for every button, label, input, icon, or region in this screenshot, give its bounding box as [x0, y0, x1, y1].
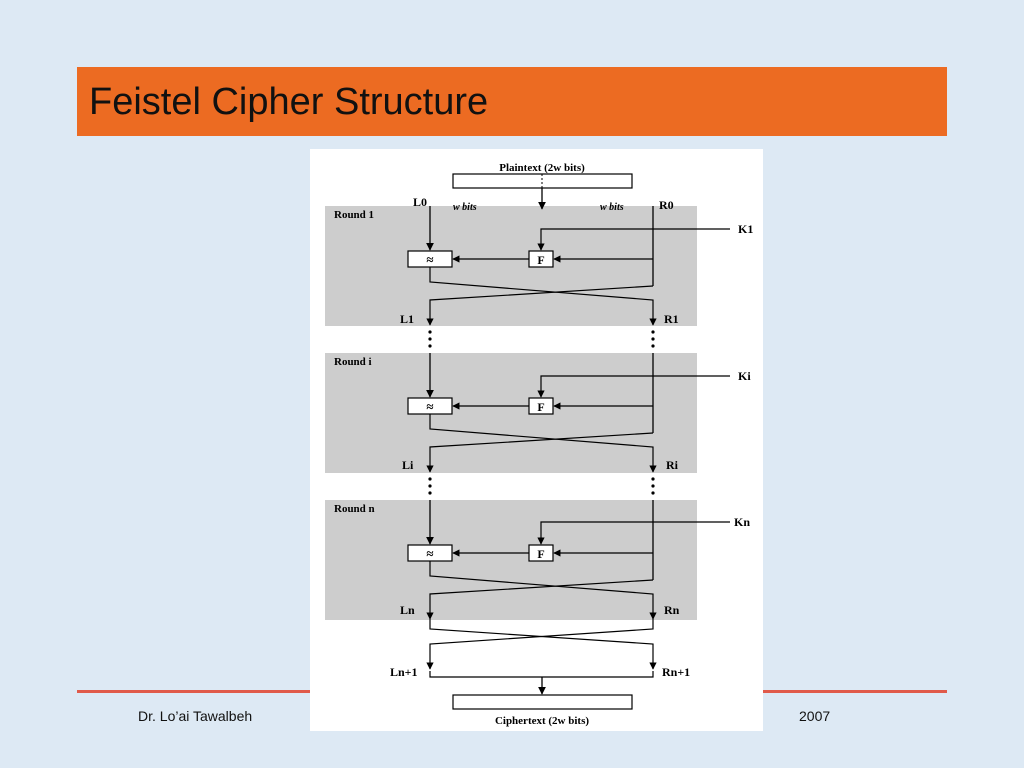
final-left-output: Ln+1	[390, 665, 418, 679]
feistel-diagram: Plaintext (2w bits) L0 R0 w bits w bits …	[310, 149, 763, 731]
w-bits-right: w bits	[600, 202, 624, 213]
final-right-output: Rn+1	[662, 665, 690, 679]
round-i-cross-b	[426, 432, 654, 473]
w-bits-left: w bits	[453, 202, 477, 213]
round-n-key-label: Kn	[734, 515, 750, 529]
round-n-xor-symbol: ≈	[426, 546, 433, 561]
round-1-right-output: R1	[664, 312, 679, 326]
feistel-diagram-svg: Plaintext (2w bits) L0 R0 w bits w bits …	[325, 162, 753, 727]
round-i-left-output: Li	[402, 458, 414, 472]
round-n-cross-b	[426, 579, 654, 620]
label-l0: L0	[413, 195, 427, 209]
ciphertext-join-line	[429, 671, 654, 678]
round-1-cross-b	[426, 285, 654, 326]
label-r0: R0	[659, 198, 674, 212]
round-i-key-line	[537, 375, 730, 398]
ciphertext-label: Ciphertext (2w bits)	[495, 715, 589, 727]
round-1-key-label: K1	[738, 222, 753, 236]
round-i-label: Round i	[334, 356, 372, 368]
round-1-key-line	[537, 228, 730, 251]
round-n-right-output: Rn	[664, 603, 680, 617]
round-n-left-output: Ln	[400, 603, 415, 617]
round-n-label: Round n	[334, 503, 375, 515]
round-1-left-output: L1	[400, 312, 414, 326]
round-i-background	[325, 353, 697, 473]
slide-title: Feistel Cipher Structure	[89, 81, 489, 123]
round-n-background	[325, 500, 697, 620]
footer-author: Dr. Lo’ai Tawalbeh	[138, 708, 253, 724]
round-i-key-label: Ki	[738, 369, 751, 383]
plaintext-label: Plaintext (2w bits)	[499, 162, 585, 174]
round-i-f-label: F	[537, 400, 544, 414]
continuation-dots-2	[428, 477, 655, 495]
round-i-cross-a	[429, 414, 657, 473]
round-n-f-label: F	[537, 547, 544, 561]
ciphertext-box	[452, 694, 633, 710]
round-1-f-label: F	[537, 253, 544, 267]
round-1-background	[325, 206, 697, 326]
footer-year: 2007	[799, 708, 831, 724]
plaintext-box	[452, 173, 633, 189]
continuation-dots-1	[428, 330, 655, 348]
round-i-xor-symbol: ≈	[426, 399, 433, 414]
round-1-label: Round 1	[334, 209, 374, 221]
final-swap-a	[429, 619, 657, 670]
final-swap-b	[426, 619, 654, 670]
round-1-cross-a	[429, 267, 657, 326]
round-1-xor-symbol: ≈	[426, 252, 433, 267]
title-bar: Feistel Cipher Structure	[77, 67, 947, 136]
round-n-cross-a	[429, 561, 657, 620]
round-n-key-line	[537, 521, 730, 545]
round-i-right-output: Ri	[666, 458, 679, 472]
